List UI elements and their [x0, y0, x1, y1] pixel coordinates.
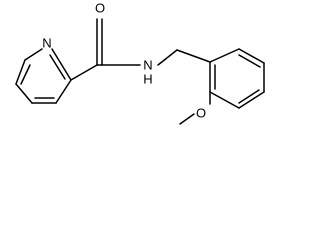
carbonyl-oxygen-label: O: [95, 0, 105, 15]
amide-nitrogen-label: N: [143, 57, 152, 72]
bond-methylene-ring: [176, 49, 211, 63]
bond-ring-top-right-inner: [238, 54, 261, 68]
bond-py-c2-n: [51, 48, 72, 81]
bond-py-c6-c5: [15, 59, 26, 85]
bond-ring-top-left: [209, 48, 240, 63]
bond-py-c6-c5-inner: [20, 64, 31, 85]
bond-py-c5-c4: [15, 83, 33, 104]
bond-py-n-c6: [24, 48, 43, 61]
bond-ring-top-right: [238, 48, 265, 64]
pyridine-nitrogen-label: N: [42, 35, 51, 50]
methoxyphenyl-ring: [176, 48, 265, 125]
bond-ring-bottom-right: [238, 91, 265, 109]
amide-group: [70, 18, 178, 81]
pyridine-ring: [15, 48, 72, 104]
bond-ring-bottom-left: [209, 91, 240, 109]
bond-py-c2-n-inner: [49, 54, 66, 80]
bond-ring-bottom-right-inner: [238, 89, 260, 104]
bond-c2-carbonyl: [70, 64, 98, 81]
bond-nitrogen-methylene: [157, 49, 178, 66]
ether-oxygen-label: O: [196, 105, 206, 120]
bond-py-c3-c2: [55, 79, 72, 104]
amide-hydrogen-label: H: [143, 71, 152, 86]
bond-ether-oxygen-methyl: [179, 113, 195, 125]
chemical-structure-diagram: N O N H O: [15, 0, 265, 125]
